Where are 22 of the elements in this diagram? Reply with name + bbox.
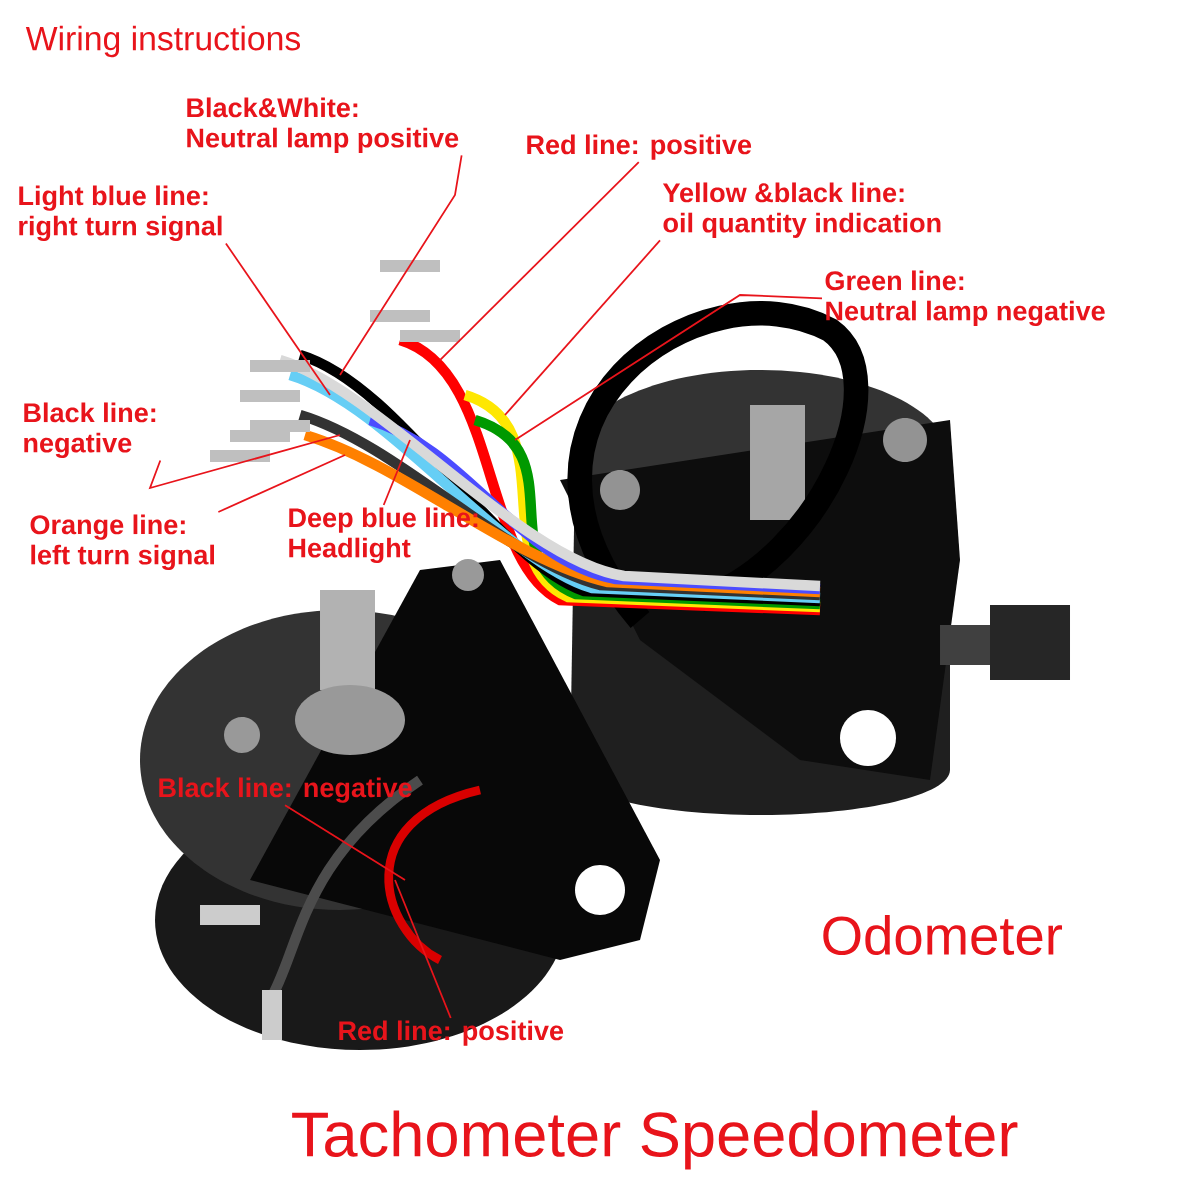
callout-label: Green line: Neutral lamp negative	[825, 270, 1105, 327]
leader-line	[339, 154, 463, 376]
leader-line	[439, 161, 640, 361]
leader-line	[148, 434, 341, 490]
gauge-label: Tachometer Speedometer	[292, 1110, 1018, 1170]
gauge-label: Odometer	[823, 915, 1062, 956]
callout-label: Black line: negative	[159, 777, 412, 803]
callout-label: Black&White: Neutral lamp positive	[187, 97, 459, 153]
leader-line	[504, 239, 661, 416]
leader-line	[514, 294, 823, 441]
leader-line	[225, 242, 331, 396]
callout-label: Orange line: left turn signal	[30, 514, 214, 571]
leader-line	[394, 879, 452, 1019]
callout-label: Light blue line: right turn signal	[19, 185, 222, 242]
leader-line	[284, 804, 406, 881]
callout-label: Red line: positive	[339, 1020, 564, 1046]
leader-line	[217, 454, 346, 513]
leader-line	[382, 439, 411, 506]
callout-label: Red line: positive	[527, 134, 752, 160]
title: Wiring instructions	[25, 25, 301, 58]
callout-label: Yellow &black line: oil quantity indication	[662, 182, 941, 238]
callout-label: Black line: negative	[24, 402, 156, 459]
